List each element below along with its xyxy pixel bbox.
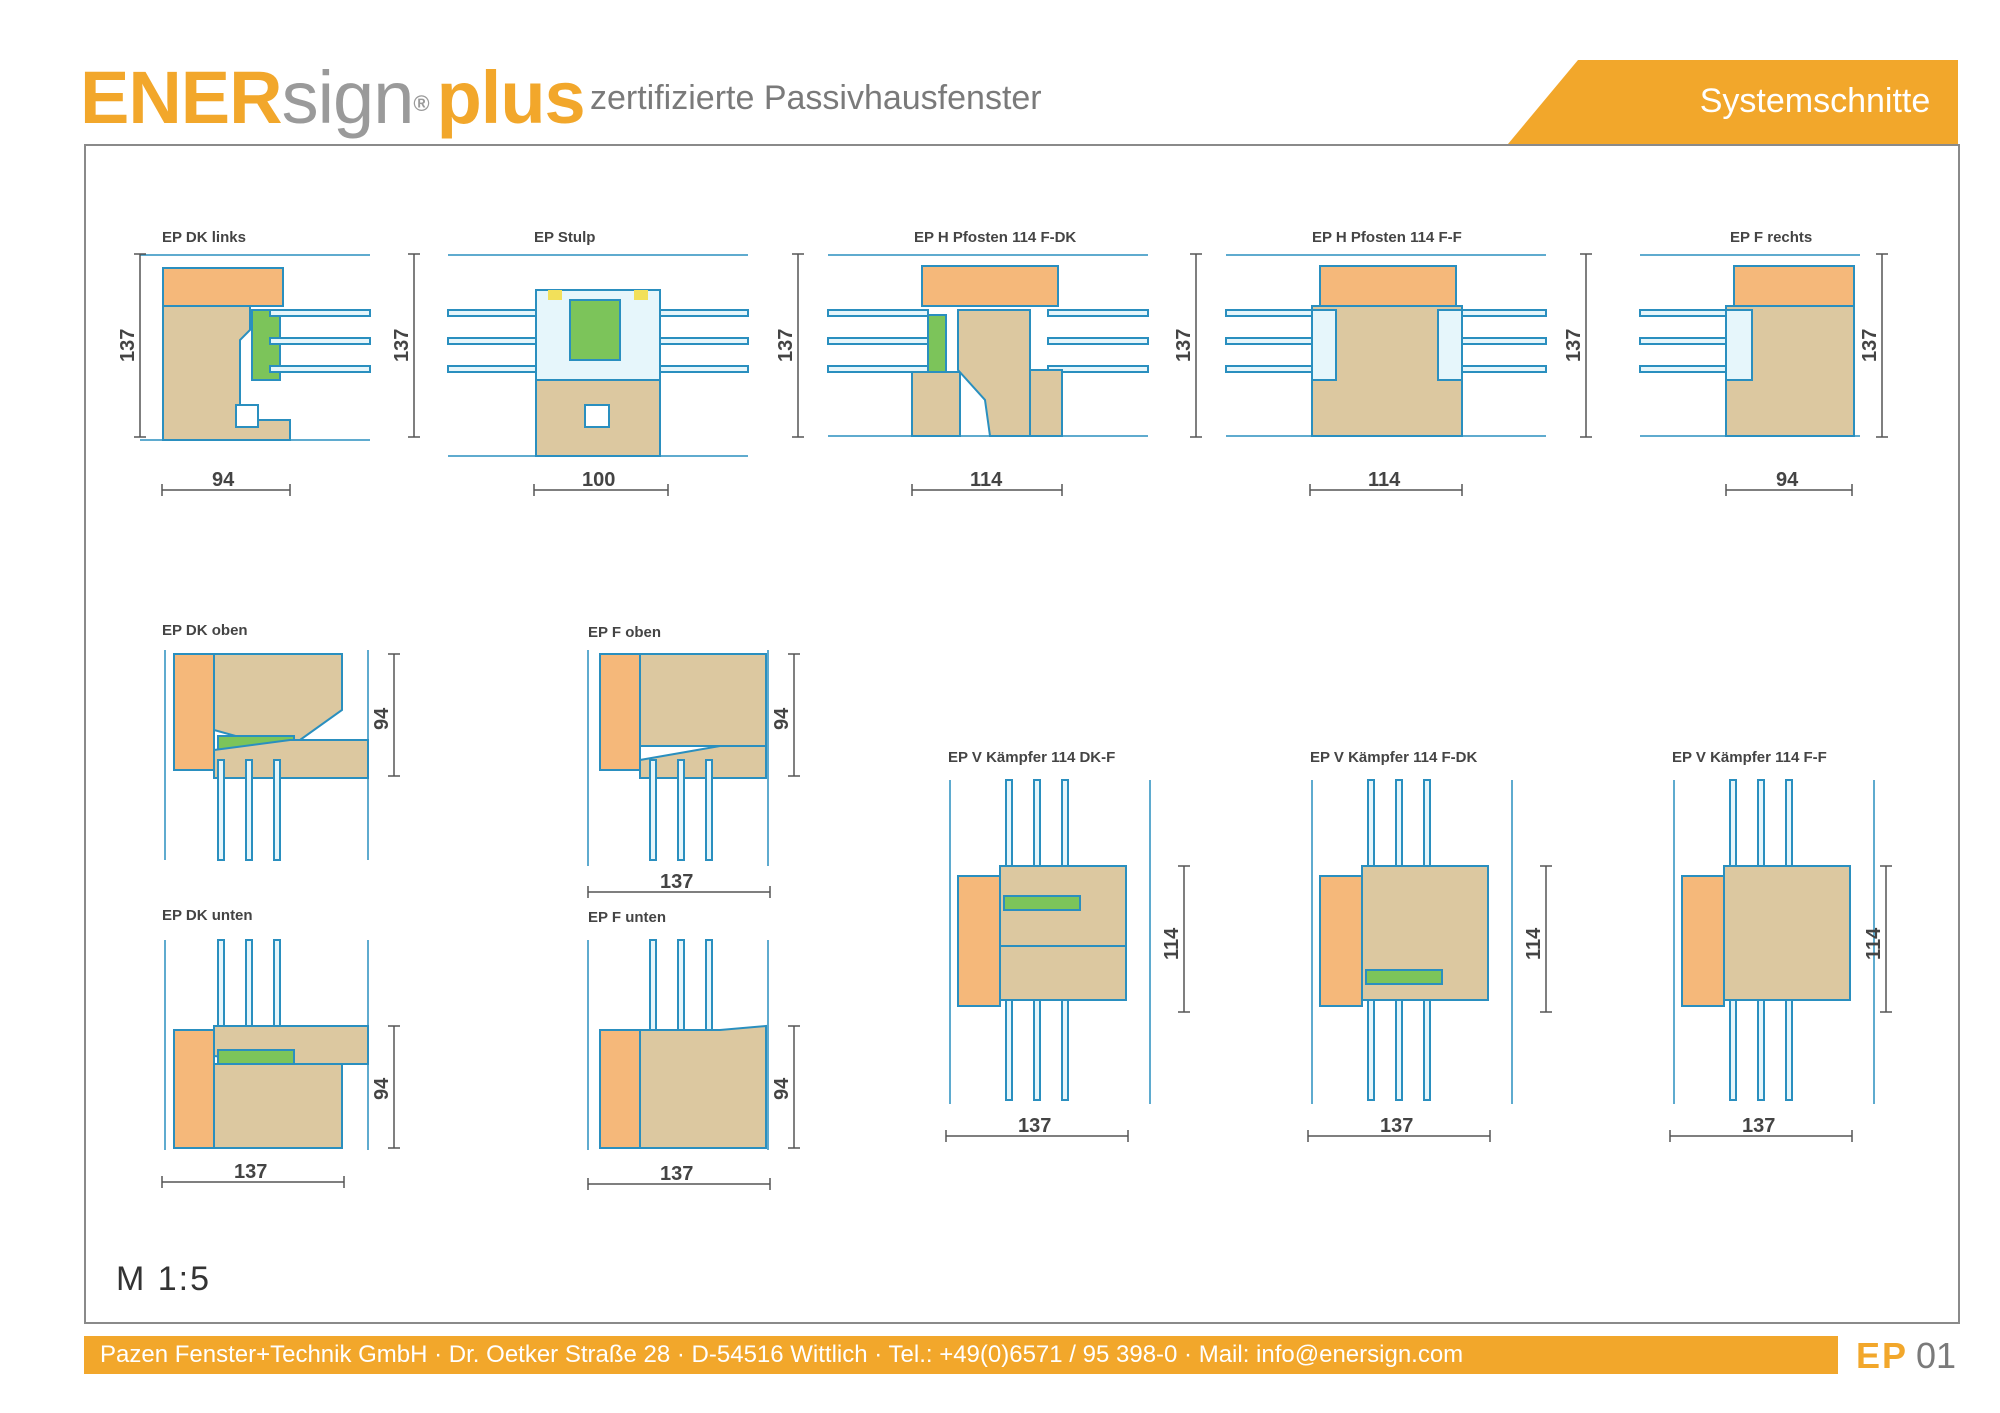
- dimension-height: 94: [771, 1077, 793, 1100]
- logo-registered: ®: [413, 91, 429, 116]
- section-label: EP H Pfosten 114 F-F: [1312, 229, 1462, 246]
- dimension-width: 114: [970, 469, 1003, 491]
- dimension-height-left: 137: [1563, 329, 1585, 362]
- drawing-frame: [84, 144, 1960, 1324]
- section-ep-stulp: EP Stulp 137 100: [391, 229, 749, 496]
- page-code-prefix: EP: [1856, 1335, 1909, 1376]
- scale-note: M 1:5: [116, 1260, 212, 1298]
- section-label: EP F unten: [588, 909, 666, 926]
- section-ep-f-rechts: EP F rechts 137 137 94: [1563, 229, 1888, 496]
- section-ep-v-kaempfer-f-f: EP V Kämpfer 114 F-F 114 137: [1669, 749, 1892, 1142]
- dimension-height: 137: [117, 329, 139, 362]
- dimension-width: 137: [1018, 1115, 1051, 1137]
- dimension-width: 137: [234, 1161, 267, 1183]
- footer-bar: [84, 1336, 1838, 1374]
- section-title: Systemschnitte: [1699, 82, 1931, 120]
- section-label: EP V Kämpfer 114 F-DK: [1310, 749, 1477, 766]
- dimension-height: 114: [1523, 927, 1545, 960]
- section-ep-h-pfosten-f-dk: EP H Pfosten 114 F-DK 137 114: [775, 229, 1149, 496]
- section-label: EP DK links: [162, 229, 246, 246]
- page-number: 01: [1916, 1335, 1957, 1376]
- brand-logo: ENERsign® plus: [80, 48, 586, 148]
- section-label: EP V Kämpfer 114 DK-F: [948, 749, 1115, 766]
- section-label: EP F oben: [588, 624, 661, 641]
- section-title-banner: [1508, 60, 1958, 144]
- section-ep-dk-unten: EP DK unten 94 137: [161, 907, 400, 1188]
- dimension-width: 137: [1742, 1115, 1775, 1137]
- dimension-width: 114: [1368, 469, 1401, 491]
- dimension-height: 114: [1161, 927, 1183, 960]
- brand-tagline: zertifizierte Passivhausfenster: [590, 79, 1042, 117]
- section-label: EP H Pfosten 114 F-DK: [914, 229, 1076, 246]
- logo-plus: plus: [436, 56, 586, 139]
- dimension-width: 94: [1776, 469, 1799, 491]
- logo-sign: sign: [281, 56, 415, 139]
- dimension-height: 94: [371, 707, 393, 730]
- section-label: EP V Kämpfer 114 F-F: [1672, 749, 1827, 766]
- dimension-width: 137: [660, 1163, 693, 1185]
- dimension-width: 137: [660, 871, 693, 893]
- footer-contact: Pazen Fenster+Technik GmbH · Dr. Oetker …: [100, 1341, 1464, 1368]
- section-ep-f-oben: EP F oben 94 137: [587, 624, 800, 898]
- dimension-width: 137: [1380, 1115, 1413, 1137]
- dimension-height: 137: [1173, 329, 1195, 362]
- dimension-height: 137: [1859, 329, 1881, 362]
- section-label: EP DK oben: [162, 622, 248, 639]
- section-ep-h-pfosten-f-f: EP H Pfosten 114 F-F 137 114: [1173, 229, 1547, 496]
- section-ep-f-unten: EP F unten 94 137: [587, 909, 800, 1190]
- logo-ener: ENER: [80, 56, 283, 139]
- section-ep-v-kaempfer-dk-f: EP V Kämpfer 114 DK-F 114 137: [945, 749, 1190, 1142]
- section-label: EP Stulp: [534, 229, 595, 246]
- dimension-height: 137: [775, 329, 797, 362]
- section-label: EP F rechts: [1730, 229, 1812, 246]
- dimension-height: 137: [391, 329, 413, 362]
- section-ep-dk-oben: EP DK oben 94: [162, 622, 400, 861]
- dimension-height: 94: [771, 707, 793, 730]
- section-ep-v-kaempfer-f-dk: EP V Kämpfer 114 F-DK 114 137: [1307, 749, 1552, 1142]
- dimension-width: 100: [582, 469, 615, 491]
- dimension-width: 94: [212, 469, 235, 491]
- dimension-height: 94: [371, 1077, 393, 1100]
- section-ep-dk-links: EP DK links 137 94: [117, 229, 371, 496]
- section-label: EP DK unten: [162, 907, 253, 924]
- dimension-height: 114: [1863, 927, 1885, 960]
- page-header: ENERsign® plus zertifizierte Passivhausfe…: [80, 48, 1960, 148]
